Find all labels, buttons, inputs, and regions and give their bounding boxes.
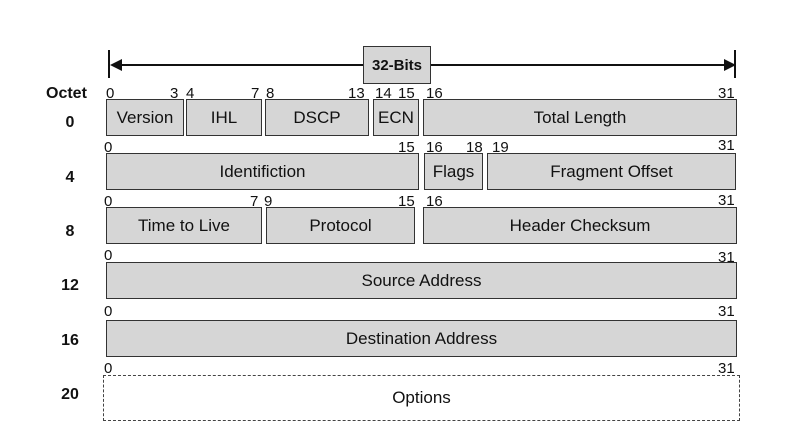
field-flags: Flags: [424, 153, 483, 190]
ruler-left-tick: [108, 50, 110, 78]
field-source-address: Source Address: [106, 262, 737, 299]
bit-label: 31: [718, 249, 735, 266]
bit-label: 19: [492, 139, 509, 156]
width-label: 32-Bits: [363, 46, 431, 84]
bit-label: 15: [398, 139, 415, 156]
octet-column-header: Octet: [46, 85, 87, 102]
bit-label: 16: [426, 193, 443, 210]
field-protocol: Protocol: [266, 207, 415, 244]
bit-label: 18: [466, 139, 483, 156]
octet-label: 8: [65, 223, 75, 240]
ruler-right-tick: [734, 50, 736, 78]
field-fragment-offset: Fragment Offset: [487, 153, 736, 190]
octet-label: 4: [65, 169, 75, 186]
bit-label: 0: [106, 85, 115, 102]
ruler-left-arrow-icon: [110, 59, 122, 71]
bit-label: 0: [104, 303, 113, 320]
field-destination-address: Destination Address: [106, 320, 737, 357]
octet-label: 12: [61, 277, 79, 294]
octet-label: 16: [61, 332, 79, 349]
field-ihl: IHL: [186, 99, 262, 136]
bit-label: 0: [104, 360, 113, 377]
field-version: Version: [106, 99, 184, 136]
bit-label: 14: [375, 85, 392, 102]
bit-label: 16: [426, 85, 443, 102]
field-identification: Identifiction: [106, 153, 419, 190]
bit-label: 15: [398, 193, 415, 210]
field-dscp: DSCP: [265, 99, 369, 136]
bit-label: 9: [264, 193, 273, 210]
field-header-checksum: Header Checksum: [423, 207, 737, 244]
bit-label: 0: [104, 139, 113, 156]
bit-label: 3: [170, 85, 179, 102]
octet-label: 20: [61, 386, 79, 403]
ruler-line-left: [112, 64, 364, 66]
bit-label: 31: [718, 192, 735, 209]
ruler-right-arrow-icon: [724, 59, 736, 71]
ruler-line-right: [430, 64, 730, 66]
octet-label: 0: [65, 114, 75, 131]
field-total-length: Total Length: [423, 99, 737, 136]
bit-label: 0: [104, 247, 113, 264]
field-ecn: ECN: [373, 99, 419, 136]
bit-label: 15: [398, 85, 415, 102]
bit-label: 13: [348, 85, 365, 102]
bit-label: 0: [104, 193, 113, 210]
bit-label: 8: [266, 85, 275, 102]
bit-label: 7: [251, 85, 260, 102]
bit-label: 31: [718, 303, 735, 320]
bit-label: 7: [250, 193, 259, 210]
bit-label: 31: [718, 360, 735, 377]
bit-label: 16: [426, 139, 443, 156]
bit-label: 4: [186, 85, 195, 102]
field-options: Options: [103, 375, 740, 421]
bit-label: 31: [718, 137, 735, 154]
field-time-to-live: Time to Live: [106, 207, 262, 244]
bit-label: 31: [718, 85, 735, 102]
